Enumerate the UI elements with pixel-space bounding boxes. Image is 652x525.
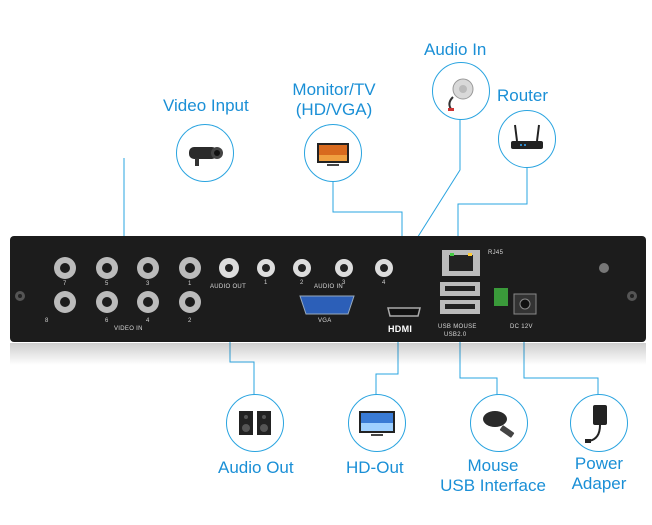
audio-in-label: Audio In bbox=[424, 40, 487, 59]
video-port-number: 6 bbox=[105, 318, 109, 324]
hd-tv-icon bbox=[359, 411, 395, 436]
hd-tv-bubble bbox=[348, 394, 406, 452]
speaker-bubble bbox=[226, 394, 284, 452]
hdmi-text: HDMI bbox=[388, 324, 413, 334]
monitor-bubble bbox=[304, 124, 362, 182]
audio-out-label: Audio Out bbox=[218, 458, 294, 477]
dvr-rear-panel: AUDIO OUT AUDIO IN VIDEO IN VGA HDMI RJ4… bbox=[10, 236, 646, 342]
dvr-ports bbox=[15, 250, 637, 317]
power-adapter-label-line1: Power bbox=[574, 454, 624, 473]
usb2-text: USB2.0 bbox=[444, 332, 467, 338]
dvr-reflection bbox=[10, 343, 646, 365]
rj45-text: RJ45 bbox=[488, 250, 504, 256]
power-adapter-label: Power Adaper bbox=[566, 454, 632, 494]
speaker-icon bbox=[239, 411, 271, 435]
vga-text: VGA bbox=[318, 318, 332, 324]
video-port-number: 4 bbox=[146, 318, 150, 324]
audio-port-number: 3 bbox=[342, 280, 346, 286]
monitor-tv-label-line1: Monitor/TV bbox=[292, 80, 376, 99]
usb-mouse-text: USB MOUSE bbox=[438, 324, 477, 330]
video-input-label: Video Input bbox=[163, 96, 249, 115]
video-port-number: 5 bbox=[105, 281, 109, 287]
audio-out-text: AUDIO OUT bbox=[210, 284, 247, 290]
audio-in-text: AUDIO IN bbox=[314, 284, 344, 290]
power-adapter-bubble bbox=[570, 394, 628, 452]
video-port-number: 1 bbox=[188, 281, 192, 287]
mouse-usb-label: Mouse USB Interface bbox=[436, 456, 550, 496]
audio-port-number: 1 bbox=[264, 280, 268, 286]
camera-icon bbox=[189, 147, 223, 166]
router-label: Router bbox=[497, 86, 549, 105]
video-in-text: VIDEO IN bbox=[114, 326, 143, 332]
monitor-tv-label: Monitor/TV (HD/VGA) bbox=[282, 80, 386, 120]
router-icon bbox=[511, 124, 543, 149]
dc12v-text: DC 12V bbox=[510, 324, 533, 330]
camera-bubble bbox=[176, 124, 234, 182]
power-adapter-icon bbox=[585, 405, 607, 443]
video-port-number: 8 bbox=[45, 318, 49, 324]
monitor-icon bbox=[317, 143, 349, 166]
video-port-number: 7 bbox=[63, 281, 67, 287]
microphone-icon bbox=[448, 78, 474, 111]
video-port-number: 3 bbox=[146, 281, 150, 287]
power-adapter-label-line2: Adaper bbox=[571, 474, 627, 493]
mouse-bubble bbox=[470, 394, 528, 452]
mouse-icon bbox=[483, 411, 515, 438]
video-port-number: 2 bbox=[188, 318, 192, 324]
audio-port-number: 4 bbox=[382, 280, 386, 286]
monitor-tv-label-line2: (HD/VGA) bbox=[295, 100, 373, 119]
microphone-bubble bbox=[432, 62, 490, 120]
mouse-usb-label-line2: USB Interface bbox=[440, 476, 546, 495]
audio-port-number: 2 bbox=[300, 280, 304, 286]
mouse-usb-label-line1: Mouse bbox=[467, 456, 519, 475]
router-bubble bbox=[498, 110, 556, 168]
hd-out-label: HD-Out bbox=[346, 458, 404, 477]
